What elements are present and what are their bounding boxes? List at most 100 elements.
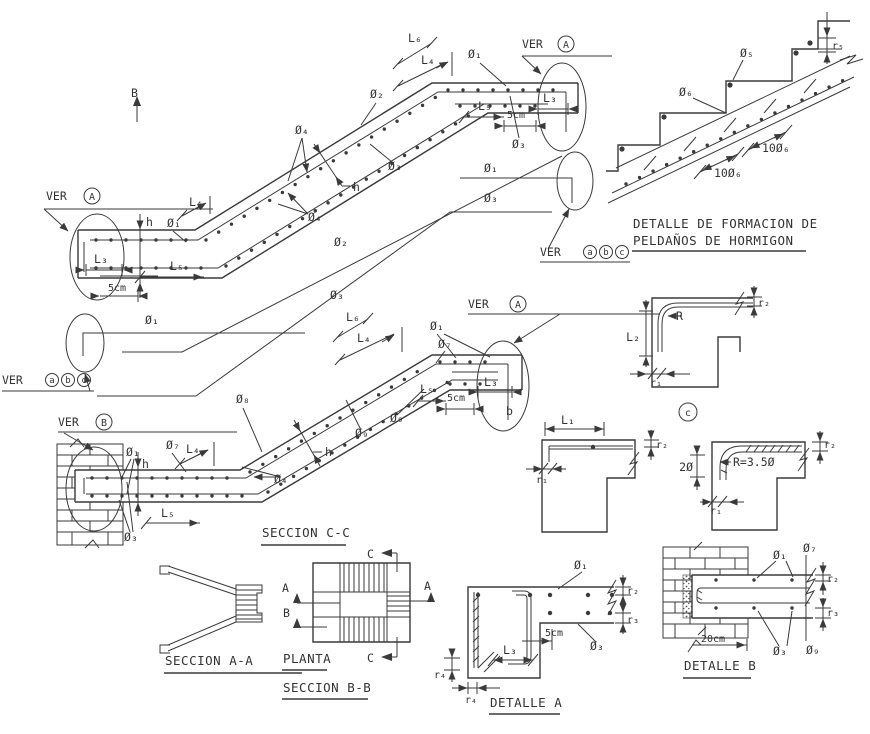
dim-l1: L₁ bbox=[561, 413, 575, 427]
label-phi7: Ø₇ bbox=[438, 337, 452, 351]
dim-l3: L₃ bbox=[543, 91, 557, 105]
dim-radius-eq: R=3.5Ø bbox=[733, 455, 775, 469]
label-phi1: Ø₁ bbox=[484, 161, 498, 175]
dim-r3: r₃ bbox=[827, 608, 839, 619]
ver-label: VER bbox=[58, 415, 79, 429]
dim-5cm: 5cm bbox=[507, 110, 525, 121]
flight2-annotations: VER B VER A L₆ L₄ Ø₁ Ø₇ Ø₈ Ø₉ Ø₉ Ø₄ h Ø₁… bbox=[58, 295, 660, 544]
title-seccion-aa: SECCION A-A bbox=[165, 653, 253, 668]
dim-l6: L₆ bbox=[408, 31, 422, 45]
dim-10phi6: 10Ø₆ bbox=[714, 166, 742, 180]
label-phi9: Ø₉ bbox=[355, 426, 369, 440]
ver-label: VER bbox=[468, 297, 489, 311]
dim-l5: L₅ bbox=[170, 259, 184, 273]
dim-r3: r₃ bbox=[627, 615, 639, 626]
label-phi3: Ø₃ bbox=[124, 530, 138, 544]
dim-l5: L₅ bbox=[478, 99, 492, 113]
dim-r1: r₁ bbox=[536, 475, 548, 486]
circled-a: A bbox=[563, 40, 569, 51]
ver-label: VER bbox=[46, 189, 67, 203]
section-arrow-c-bottom: C bbox=[367, 651, 374, 665]
dim-l6: L₆ bbox=[346, 310, 360, 324]
dim-10phi6: 10Ø₆ bbox=[762, 141, 790, 155]
dim-5cm: 5cm bbox=[545, 628, 563, 639]
detalle-b-figure: Ø₁ Ø₇ Ø₉ Ø₃ r₂ r₃ 20cm DETALLE B bbox=[662, 541, 839, 679]
title-detalle-a: DETALLE A bbox=[490, 695, 562, 710]
dim-l4: L₄ bbox=[357, 331, 371, 345]
circled-c-small: c bbox=[619, 248, 624, 258]
ver-a-flight2-callout: VER A bbox=[468, 295, 660, 344]
label-phi1: Ø₁ bbox=[430, 319, 444, 333]
section-arrow-a-left: A bbox=[282, 581, 289, 595]
dim-r1: r₁ bbox=[710, 506, 722, 517]
dim-r4: r₄ bbox=[434, 670, 446, 681]
circled-c-small: c bbox=[81, 376, 86, 386]
label-phi7: Ø₇ bbox=[166, 438, 180, 452]
dim-h: h bbox=[142, 457, 149, 471]
flight1-section bbox=[69, 62, 587, 301]
label-phi4: Ø₄ bbox=[274, 472, 288, 486]
section-arrow-c-top: C bbox=[367, 547, 374, 561]
dim-l2: L₂ bbox=[626, 330, 640, 344]
ver-b-callout: VER B bbox=[58, 413, 237, 451]
flight1-annotations: B VER A VER A L₆ L₄ Ø₁ Ø₂ Ø₄ Ø₃ Ø₄ h h Ø… bbox=[43, 31, 612, 302]
dim-h: h bbox=[325, 445, 332, 459]
circled-c: c bbox=[685, 408, 691, 419]
dim-2phi: 2Ø bbox=[679, 460, 693, 474]
dim-r2: r₂ bbox=[758, 298, 770, 309]
dim-r5: r₅ bbox=[832, 41, 844, 52]
dim-20cm: 20cm bbox=[701, 634, 725, 645]
corner-detail-radius: R=3.5Ø 2Ø r₁ r₂ bbox=[679, 431, 836, 531]
circled-a-small: a bbox=[587, 248, 592, 258]
middle-bars: Ø₁ Ø₂ Ø₃ Ø₁ Ø₃ VER a b c VER a b c bbox=[2, 151, 630, 397]
ver-label: VER bbox=[522, 37, 543, 51]
ver-a-top-callout: VER A bbox=[521, 35, 612, 75]
dim-l4: L₄ bbox=[186, 442, 200, 456]
step-detail-title-line1: DETALLE DE FORMACION DE bbox=[633, 216, 818, 231]
title-detalle-b: DETALLE B bbox=[684, 658, 756, 673]
label-phi7: Ø₇ bbox=[803, 541, 817, 555]
label-b: b bbox=[506, 404, 513, 418]
dim-r2: r₂ bbox=[627, 586, 639, 597]
title-seccion-bb: SECCION B-B bbox=[283, 680, 371, 695]
dim-r2: r₂ bbox=[656, 440, 668, 451]
dim-r1: r₁ bbox=[650, 378, 662, 389]
dim-l5: L₅ bbox=[420, 382, 434, 396]
circled-a: A bbox=[515, 300, 521, 311]
label-phi2: Ø₂ bbox=[334, 235, 348, 249]
label-phi8: Ø₈ bbox=[236, 392, 250, 406]
label-phi1: Ø₁ bbox=[167, 216, 181, 230]
label-phi3: Ø₃ bbox=[590, 639, 604, 653]
section-arrow-a-right: A bbox=[424, 579, 431, 593]
corner-detail-c: R L₂ r₁ r₂ c bbox=[626, 286, 770, 422]
label-phi6: Ø₆ bbox=[679, 85, 693, 99]
dim-l4: L₄ bbox=[189, 195, 203, 209]
dim-l5: L₅ bbox=[161, 506, 175, 520]
label-phi3: Ø₃ bbox=[330, 288, 344, 302]
label-phi3: Ø₃ bbox=[388, 159, 402, 173]
label-phi2: Ø₂ bbox=[370, 87, 384, 101]
seccion-aa-figure: SECCION A-A bbox=[159, 565, 302, 674]
label-phi5: Ø₅ bbox=[740, 46, 754, 60]
dim-l3: L₃ bbox=[503, 643, 517, 657]
dim-5cm: 5cm bbox=[447, 393, 465, 404]
step-detail-title-line2: PELDAÑOS DE HORMIGON bbox=[633, 233, 794, 248]
label-phi1: Ø₁ bbox=[574, 558, 588, 572]
ver-a-left-callout: VER A bbox=[43, 187, 213, 232]
label-phi1: Ø₁ bbox=[145, 313, 159, 327]
label-phi3: Ø₃ bbox=[484, 191, 498, 205]
label-phi9: Ø₉ bbox=[806, 643, 820, 657]
step-formation-detail: Ø₅ Ø₆ 10Ø₆ 10Ø₆ r₅ DETALLE DE FORMACION … bbox=[606, 12, 864, 252]
dim-l3: L₃ bbox=[94, 252, 108, 266]
label-phi1: Ø₁ bbox=[126, 445, 140, 459]
corner-detail-l1: L₁ r₁ r₂ bbox=[526, 413, 668, 533]
circled-b-small: b bbox=[65, 376, 70, 386]
ver-label: VER bbox=[540, 245, 561, 259]
detalle-a-figure: Ø₁ r₂ r₃ Ø₃ 5cm L₃ r₄ r₄ DETALLE A bbox=[434, 558, 639, 715]
label-phi1: Ø₁ bbox=[468, 47, 482, 61]
label-phi1: Ø₁ bbox=[773, 548, 787, 562]
dim-h: h bbox=[146, 215, 153, 229]
label-phi9: Ø₉ bbox=[390, 411, 404, 425]
